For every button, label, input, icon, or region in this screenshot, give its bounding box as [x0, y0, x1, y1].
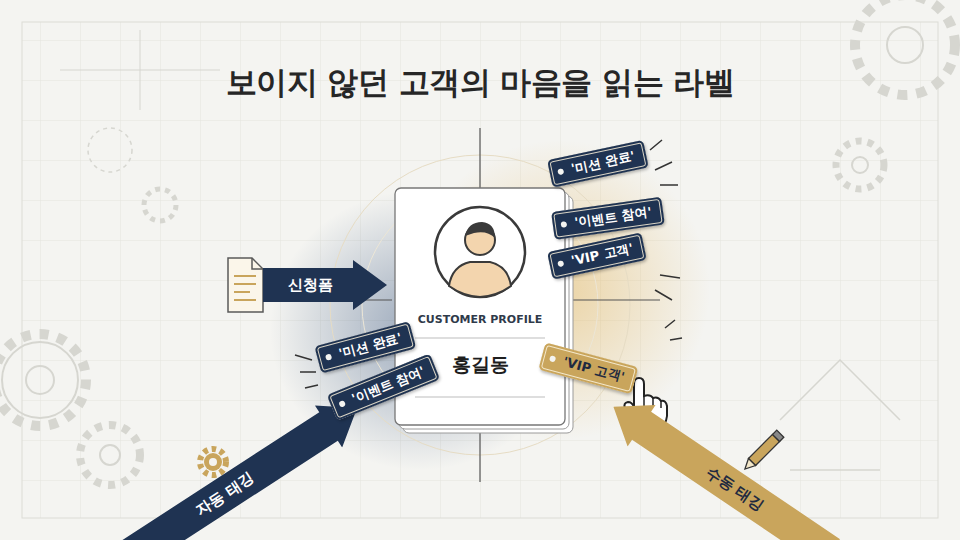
arrow-body	[599, 386, 844, 540]
arrow-shape	[599, 386, 844, 540]
tag-hole	[557, 260, 564, 267]
label-tag: '미션 완료'	[547, 140, 648, 188]
tag-hole	[549, 355, 556, 362]
diagram-title: 보이지 않던 고객의 마음을 읽는 라벨	[0, 62, 960, 104]
tag-text: '이벤트 참여'	[349, 363, 426, 406]
tag-hole	[561, 221, 568, 228]
card-heading: CUSTOMER PROFILE	[395, 313, 565, 326]
tag-hole	[338, 400, 346, 408]
label-tag: 'VIP 고객'	[547, 232, 647, 279]
tag-text: 'VIP 고객'	[570, 241, 635, 269]
arrow-body	[115, 387, 370, 540]
flow-arrow: 신청폼	[263, 260, 387, 310]
tag-text: '이벤트 참여'	[574, 204, 653, 230]
arrow-label: 신청폼	[288, 276, 333, 295]
tag-text: '미션 완료'	[337, 330, 403, 361]
label-tag: '이벤트 참여'	[551, 197, 664, 240]
tag-text: 'VIP 고객'	[561, 354, 626, 385]
tag-hole	[325, 353, 332, 360]
profile-card: CUSTOMER PROFILE홍길동	[395, 188, 565, 425]
tag-hole	[557, 168, 564, 175]
tag-text: '미션 완료'	[570, 148, 636, 176]
arrow-body	[263, 260, 387, 310]
label-tag: 'VIP 고객'	[538, 342, 638, 394]
flow-arrow: 수동 태깅	[599, 386, 844, 540]
